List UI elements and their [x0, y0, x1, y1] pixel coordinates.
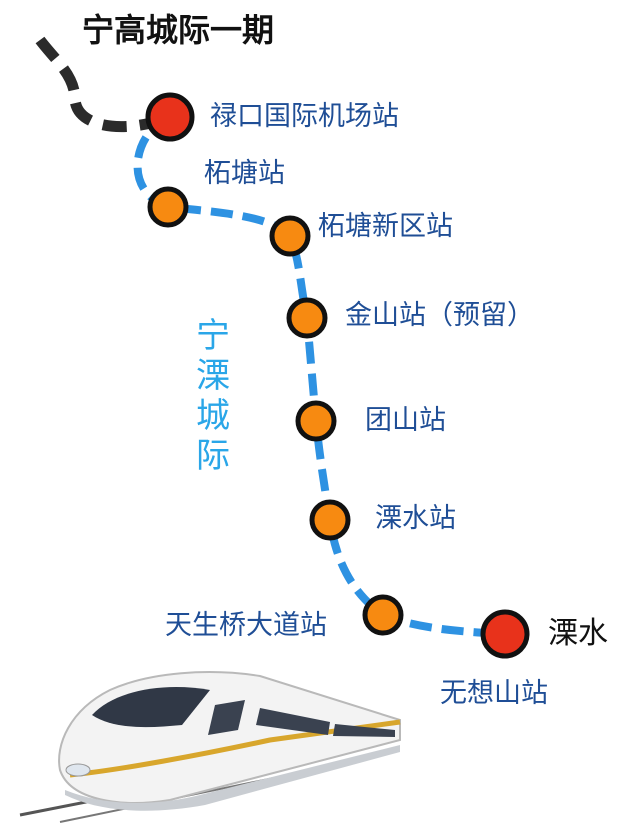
- station-marker: [286, 297, 328, 339]
- station-label-zhetang: 柘塘站: [204, 158, 285, 189]
- train-illustration: [19, 671, 401, 823]
- terminal-label-lishui: 溧水: [548, 616, 608, 651]
- station-label-tuanshan: 团山站: [365, 405, 446, 436]
- station-marker: [362, 594, 404, 636]
- station-marker: [295, 400, 337, 442]
- station-label-lukou-airport: 禄口国际机场站: [210, 101, 399, 132]
- phase1-route-line: [35, 36, 173, 133]
- station-label-wuxiangshan: 无想山站: [440, 678, 548, 709]
- station-label-tianshengqiao-avenue: 天生桥大道站: [165, 610, 327, 641]
- station-label-zhetang-new-district: 柘塘新区站: [318, 211, 453, 242]
- station-marker: [145, 92, 195, 142]
- station-marker: [480, 609, 530, 659]
- station-label-lishui: 溧水站: [375, 503, 456, 534]
- ningli-line-label: 宁溧城际: [196, 316, 230, 477]
- station-marker: [309, 499, 351, 541]
- station-marker: [269, 215, 311, 257]
- station-label-jinshan: 金山站（预留）: [345, 300, 534, 331]
- phase1-title: 宁高城际一期: [82, 11, 275, 49]
- station-marker: [147, 186, 189, 228]
